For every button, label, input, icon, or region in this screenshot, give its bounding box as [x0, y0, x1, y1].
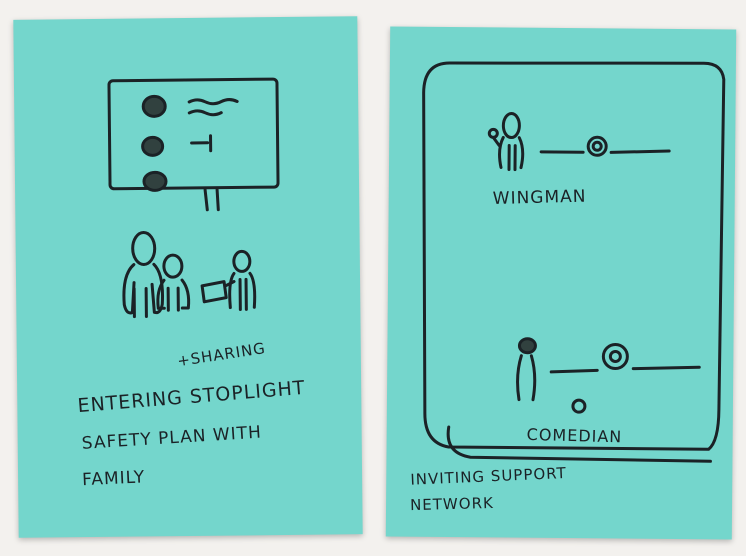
yellow-light-icon — [143, 137, 163, 155]
green-light-icon — [144, 172, 166, 190]
home-button — [573, 400, 585, 412]
sticky-note-right: WINGMAN COMEDIAN INVITING SUPPORT NETWOR… — [386, 27, 736, 540]
contact-label-comedian: COMEDIAN — [526, 425, 622, 446]
sticky-note-left: +SHARING ENTERING STOPLIGHT SAFETY PLAN … — [13, 16, 362, 538]
red-light-icon — [143, 96, 165, 116]
caption-line-3: FAMILY — [82, 467, 146, 490]
contact-label-wingman: WINGMAN — [492, 187, 586, 209]
caption-line-2: NETWORK — [410, 494, 494, 514]
email-icon-2 — [603, 344, 627, 368]
email-icon-1 — [588, 137, 606, 155]
phone-outline — [421, 61, 724, 450]
family-sketch — [13, 16, 362, 538]
phone-sketch — [386, 27, 736, 540]
stoplight-screen — [109, 79, 278, 189]
